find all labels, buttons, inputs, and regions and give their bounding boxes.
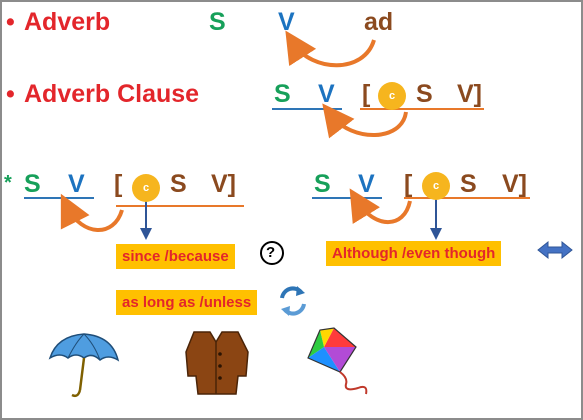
row1-subject: S bbox=[209, 8, 226, 36]
row3-left-conjunction-circle: c bbox=[132, 174, 160, 202]
question-circle-icon bbox=[260, 241, 284, 265]
row2-bullet: • bbox=[6, 80, 15, 108]
row3-right-subject: S bbox=[314, 170, 331, 198]
row3-left-arrow bbox=[60, 193, 124, 232]
left-right-arrow-icon bbox=[537, 240, 573, 260]
coat-icon bbox=[185, 331, 249, 395]
box-although-even-though: Although /even though bbox=[326, 241, 502, 266]
row1-adverb: ad bbox=[364, 8, 394, 36]
row2-label: Adverb Clause bbox=[24, 80, 200, 108]
row2-subject: S bbox=[274, 80, 291, 108]
row3-right-clause-verb: V] bbox=[502, 170, 527, 198]
row1-bullet: • bbox=[6, 8, 15, 36]
row3-bullet: * bbox=[4, 172, 12, 194]
row3-left-subject: S bbox=[24, 170, 41, 198]
row3-right-verb: V bbox=[358, 170, 375, 198]
box-since-because: since /because bbox=[116, 244, 235, 269]
question-mark-text: ? bbox=[266, 244, 276, 261]
row3-left-clause-verb: V] bbox=[211, 170, 236, 198]
box-as-long-as-unless: as long as /unless bbox=[116, 290, 258, 315]
row2-bracket-open: [ bbox=[362, 80, 371, 108]
umbrella-icon bbox=[48, 333, 120, 398]
row3-right-clause-subject: S bbox=[460, 170, 477, 198]
row2-arrow bbox=[322, 103, 408, 139]
row3-right-arrow bbox=[349, 188, 412, 225]
row1-label: Adverb bbox=[24, 8, 111, 36]
row3-right-conjunction-circle: c bbox=[422, 172, 450, 200]
kite-icon bbox=[307, 327, 368, 395]
row1-verb: V bbox=[278, 8, 295, 36]
row1-arrow bbox=[285, 30, 376, 68]
row3-right-bracket-open: [ bbox=[404, 170, 413, 198]
row2-conjunction-circle: c bbox=[378, 82, 406, 110]
row3-left-bracket-open: [ bbox=[114, 170, 123, 198]
refresh-arrows-icon bbox=[280, 286, 306, 316]
row3-left-verb: V bbox=[68, 170, 85, 198]
row2-clause-subject: S bbox=[416, 80, 433, 108]
row3-left-clause-subject: S bbox=[170, 170, 187, 198]
row2-clause-verb: V] bbox=[457, 80, 482, 108]
row2-verb: V bbox=[318, 80, 335, 108]
